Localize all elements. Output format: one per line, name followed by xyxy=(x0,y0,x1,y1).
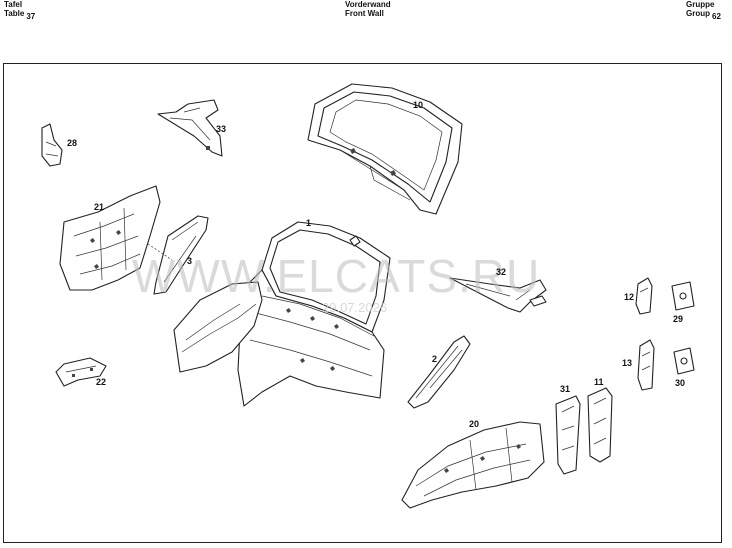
callout-21: 21 xyxy=(94,202,104,212)
callout-13: 13 xyxy=(622,358,632,368)
callout-32: 32 xyxy=(496,267,506,277)
part-12-bracket[interactable] xyxy=(635,277,653,315)
part-33-bracket[interactable] xyxy=(157,99,223,157)
watermark-date: 29.07.2026 xyxy=(322,300,387,315)
group-label-de: Gruppe xyxy=(686,0,715,9)
callout-31: 31 xyxy=(560,384,570,394)
part-30-plate[interactable] xyxy=(673,347,695,375)
part-2-pillar[interactable] xyxy=(407,335,471,409)
callout-2: 2 xyxy=(432,354,437,364)
table-label-en: Table xyxy=(4,9,25,18)
callout-10: 10 xyxy=(413,100,423,110)
part-13-bracket[interactable] xyxy=(637,339,655,391)
part-28-bracket[interactable] xyxy=(41,123,63,167)
group-label-en: Group xyxy=(686,9,710,18)
part-29-plate[interactable] xyxy=(671,281,695,311)
part-20-lower-panel[interactable] xyxy=(401,421,545,509)
part-11-reinforcement[interactable] xyxy=(587,387,613,463)
part-31-reinforcement[interactable] xyxy=(555,395,581,475)
table-number: 37 xyxy=(26,12,36,21)
title-en: Front Wall xyxy=(345,9,384,18)
watermark-text: WWW.ELCATS.RU xyxy=(132,250,540,302)
part-1-front-wall-assembly[interactable] xyxy=(173,221,391,407)
table-label-de: Tafel xyxy=(4,0,23,9)
callout-29: 29 xyxy=(673,314,683,324)
callout-1: 1 xyxy=(306,218,311,228)
part-10-windshield-frame[interactable] xyxy=(307,83,463,215)
callout-30: 30 xyxy=(675,378,685,388)
page-title: Vorderwand Front Wall xyxy=(345,0,391,18)
part-22-bracket-plate[interactable] xyxy=(55,357,107,387)
callout-11: 11 xyxy=(594,377,604,387)
callout-20: 20 xyxy=(469,419,479,429)
callout-12: 12 xyxy=(624,292,634,302)
diagram-frame xyxy=(3,63,722,543)
part-3-strut[interactable] xyxy=(147,215,209,295)
callout-3: 3 xyxy=(187,256,192,266)
title-de: Vorderwand xyxy=(345,0,391,9)
part-21-side-panel[interactable] xyxy=(59,185,161,291)
part-32-bracket[interactable] xyxy=(449,277,547,313)
group-number: 62 xyxy=(712,12,721,21)
callout-33: 33 xyxy=(216,124,226,134)
callout-22: 22 xyxy=(96,377,106,387)
callout-28: 28 xyxy=(67,138,77,148)
